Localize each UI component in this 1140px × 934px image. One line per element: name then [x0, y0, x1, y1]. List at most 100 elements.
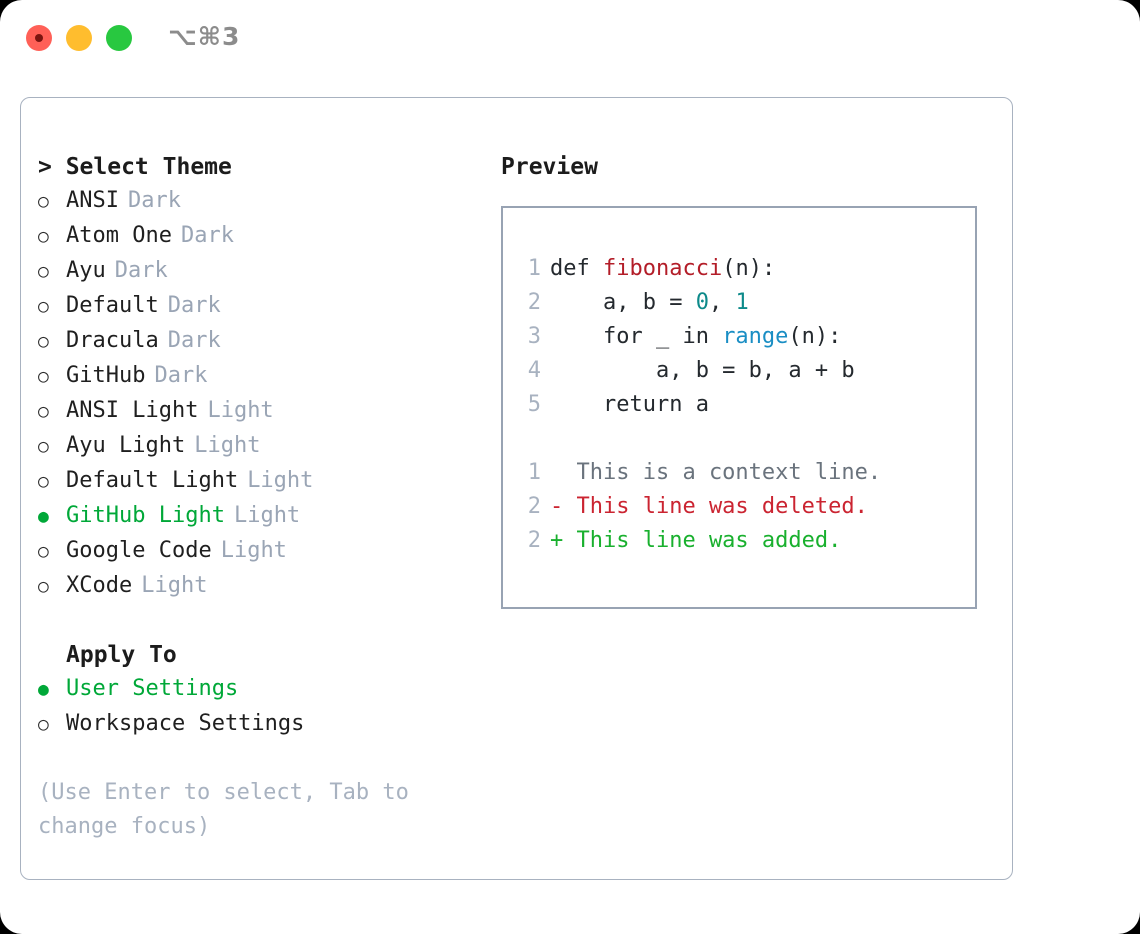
- theme-item-tag: Light: [220, 538, 287, 563]
- radio-unselected-icon: ○: [38, 261, 49, 282]
- theme-item-tag: Dark: [180, 223, 234, 248]
- code-line-number: 5: [527, 392, 541, 417]
- apply-to-item-0[interactable]: ● User Settings: [38, 672, 488, 707]
- diff-line-number: 2: [527, 494, 541, 519]
- code-token-plain: ,: [708, 290, 736, 315]
- code-line-number: 4: [527, 358, 541, 383]
- code-token-plain: a, b = b, a + b: [550, 358, 855, 383]
- close-button-icon[interactable]: [26, 25, 52, 51]
- radio-unselected-icon: ○: [38, 296, 49, 317]
- theme-item-5[interactable]: ○ GitHub Dark: [38, 359, 488, 394]
- traffic-lights: [26, 25, 132, 51]
- theme-item-tag: Light: [207, 398, 274, 423]
- radio-unselected-icon: ○: [38, 366, 49, 387]
- theme-item-label: Atom One: [66, 223, 172, 248]
- apply-to-item-1[interactable]: ○ Workspace Settings: [38, 707, 488, 742]
- code-line-text: def fibonacci(n):: [550, 252, 775, 286]
- code-line: 4 a, b = b, a + b: [503, 354, 975, 388]
- code-line-number: 1: [527, 256, 541, 281]
- code-token-plain: for _ in: [550, 324, 723, 349]
- title-bar: ⌥⌘3: [0, 0, 1140, 78]
- theme-item-4[interactable]: ○ Dracula Dark: [38, 324, 488, 359]
- code-line-text: a, b = 0, 1: [550, 286, 749, 320]
- code-token-plain: def: [550, 256, 603, 281]
- code-token-builtin: range: [722, 324, 789, 349]
- code-token-num: 0: [695, 290, 709, 315]
- radio-unselected-icon: ○: [38, 401, 49, 422]
- diff-sample: 1 This is a context line. 2 - This line wa…: [503, 456, 975, 558]
- diff-spacer: [503, 422, 975, 456]
- theme-item-label: Dracula: [66, 328, 159, 353]
- radio-unselected-icon: ○: [38, 714, 49, 735]
- code-line-number: 2: [527, 290, 541, 315]
- select-theme-header: > Select Theme: [38, 154, 232, 180]
- code-line: 5 return a: [503, 388, 975, 422]
- theme-item-tag: Dark: [114, 258, 168, 283]
- code-line-text: return a: [550, 388, 709, 422]
- theme-item-tag: Dark: [154, 363, 208, 388]
- theme-item-label: Ayu: [66, 258, 106, 283]
- diff-line-number: 2: [527, 528, 541, 553]
- radio-unselected-icon: ○: [38, 436, 49, 457]
- minimize-button-icon[interactable]: [66, 25, 92, 51]
- theme-item-label: GitHub: [66, 363, 146, 388]
- code-token-fn: fibonacci: [602, 256, 723, 281]
- theme-item-label: ANSI Light: [66, 398, 199, 423]
- diff-line-number: 1: [527, 460, 541, 485]
- theme-item-label: Ayu Light: [66, 433, 186, 458]
- theme-item-2[interactable]: ○ Ayu Dark: [38, 254, 488, 289]
- radio-unselected-icon: ○: [38, 471, 49, 492]
- theme-item-label: Google Code: [66, 538, 212, 563]
- theme-item-10[interactable]: ○ Google Code Light: [38, 534, 488, 569]
- theme-item-tag: Light: [141, 573, 208, 598]
- code-line-text: for _ in range(n):: [550, 320, 841, 354]
- code-line: 3 for _ in range(n):: [503, 320, 975, 354]
- code-token-plain: (n):: [722, 256, 776, 281]
- theme-item-6[interactable]: ○ ANSI Light Light: [38, 394, 488, 429]
- radio-unselected-icon: ○: [38, 331, 49, 352]
- keyboard-shortcut-label: ⌥⌘3: [168, 22, 241, 51]
- radio-unselected-icon: ○: [38, 541, 49, 562]
- diff-line-text-ctx: This is a context line.: [550, 460, 882, 485]
- code-token-num: 1: [735, 290, 749, 315]
- code-token-plain: (n):: [788, 324, 842, 349]
- radio-selected-icon: ●: [38, 679, 49, 700]
- diff-line: 2 + This line was added.: [503, 524, 975, 558]
- radio-unselected-icon: ○: [38, 191, 49, 212]
- diff-line: 2 - This line was deleted.: [503, 490, 975, 524]
- preview-title: Preview: [501, 154, 598, 180]
- apply-to-item-label: User Settings: [66, 676, 239, 701]
- theme-item-tag: Light: [233, 503, 301, 528]
- apply-to-header: Apply To: [66, 642, 177, 668]
- list-spacer: [38, 604, 488, 638]
- code-line: 2 a, b = 0, 1: [503, 286, 975, 320]
- code-line-number: 3: [527, 324, 541, 349]
- code-token-plain: a, b =: [550, 290, 696, 315]
- diff-line-text-del: - This line was deleted.: [550, 494, 868, 519]
- theme-item-tag: Light: [247, 468, 314, 493]
- theme-item-tag: Dark: [127, 188, 181, 213]
- code-line-text: a, b = b, a + b: [550, 354, 855, 388]
- theme-item-tag: Dark: [167, 328, 221, 353]
- maximize-button-icon[interactable]: [106, 25, 132, 51]
- theme-item-label: XCode: [66, 573, 133, 598]
- diff-line: 1 This is a context line.: [503, 456, 975, 490]
- diff-line-text-add: + This line was added.: [550, 528, 842, 553]
- keyboard-hint-text: (Use Enter to select, Tab to change focu…: [38, 780, 409, 839]
- apply-to-item-label: Workspace Settings: [66, 711, 305, 736]
- apply-to-list: ● User Settings ○ Workspace Settings: [38, 672, 488, 742]
- code-token-plain: return a: [550, 392, 709, 417]
- theme-item-label: Default: [66, 293, 159, 318]
